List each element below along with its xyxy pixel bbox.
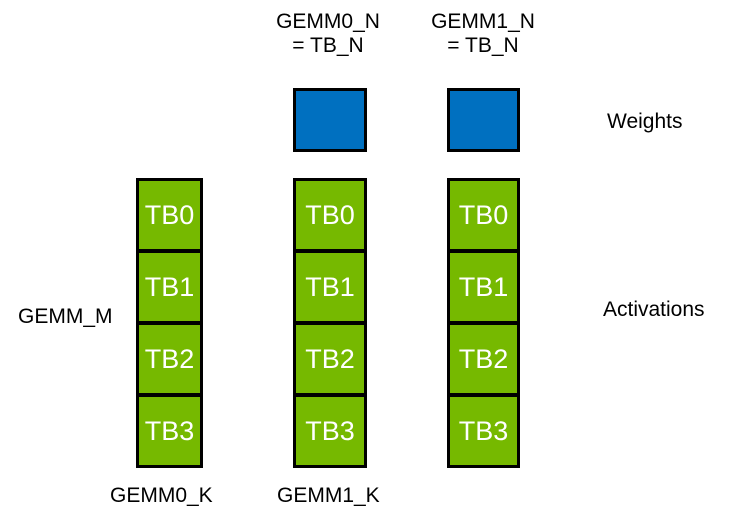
tb-cell: TB0 <box>450 181 517 249</box>
label-gemm1-k: GEMM1_K <box>277 484 380 507</box>
label-gemm0-k: GEMM0_K <box>110 484 213 507</box>
label-gemm1-n: GEMM1_N = TB_N <box>413 10 553 58</box>
label-gemm1-n-line1: GEMM1_N <box>431 10 535 33</box>
tb-cell: TB3 <box>450 393 517 465</box>
label-gemm0-n-line2: = TB_N <box>292 34 364 57</box>
tb-cell: TB2 <box>450 321 517 393</box>
tb-cell: TB0 <box>139 181 200 249</box>
weight-tile-gemm1 <box>447 88 520 152</box>
label-weights: Weights <box>607 110 683 133</box>
tb-cell: TB3 <box>139 393 200 465</box>
label-gemm1-n-line2: = TB_N <box>447 34 519 57</box>
label-gemm-m: GEMM_M <box>18 305 113 328</box>
tb-cell: TB2 <box>296 321 364 393</box>
tb-cell: TB0 <box>296 181 364 249</box>
tb-cell: TB1 <box>139 249 200 321</box>
activation-column-m: TB0 TB1 TB2 TB3 <box>136 178 203 468</box>
activation-column-gemm0: TB0 TB1 TB2 TB3 <box>293 178 367 468</box>
label-gemm0-n-line1: GEMM0_N <box>276 10 380 33</box>
label-gemm0-n: GEMM0_N = TB_N <box>258 10 398 58</box>
tb-cell: TB1 <box>450 249 517 321</box>
activation-column-gemm1: TB0 TB1 TB2 TB3 <box>447 178 520 468</box>
tb-cell: TB2 <box>139 321 200 393</box>
tb-cell: TB3 <box>296 393 364 465</box>
weight-tile-gemm0 <box>293 88 367 152</box>
tb-cell: TB1 <box>296 249 364 321</box>
label-activations: Activations <box>603 298 705 321</box>
